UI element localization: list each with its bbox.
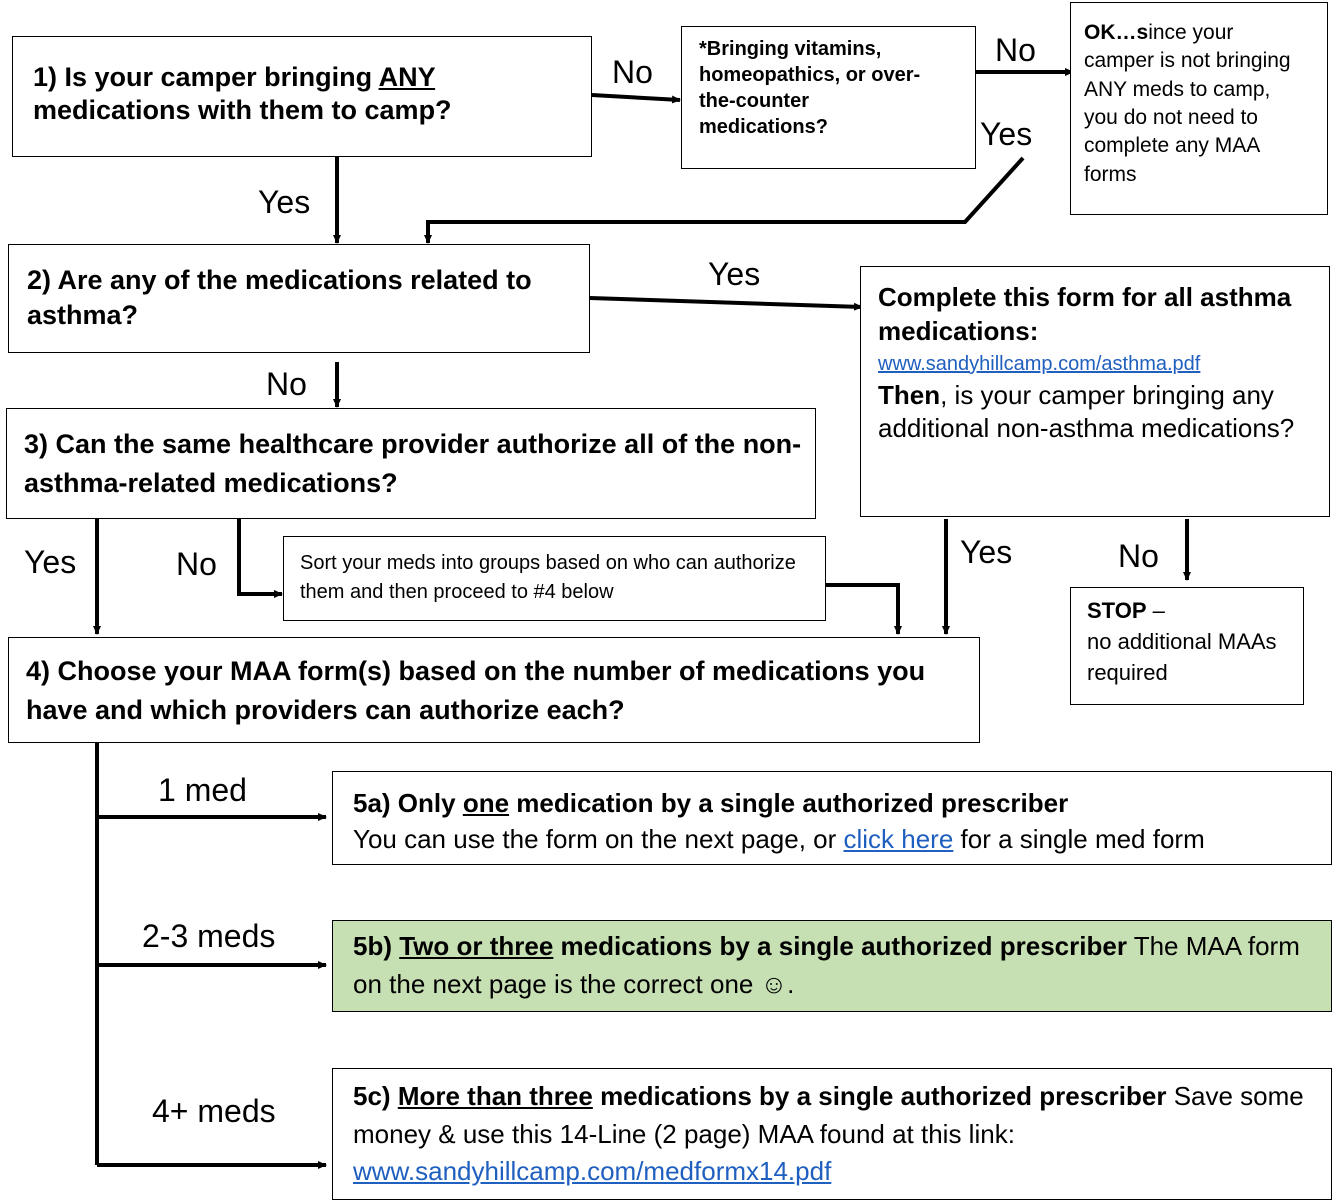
option-5b-title: medications by a single authorized presc… — [553, 931, 1127, 961]
option-5c-prefix: 5c) — [353, 1081, 398, 1111]
arrow-q3-no — [237, 519, 283, 598]
option-5c-title: medications by a single authorized presc… — [592, 1081, 1167, 1111]
label-q2-yes: Yes — [708, 256, 761, 292]
option-5b-prefix: 5b) — [353, 931, 400, 961]
no-meds-box: OK…since your camper is not bringing ANY… — [1070, 2, 1328, 215]
option-5a-underlined: one — [462, 788, 510, 818]
arrow-sort — [826, 583, 902, 635]
question-3-text: 3) Can the same healthcare provider auth… — [24, 429, 802, 499]
label-4-plus-meds: 4+ meds — [152, 1093, 276, 1129]
label-asthma-no: No — [1118, 538, 1159, 574]
question-1-text-b: medications with them to camp? — [33, 94, 452, 125]
question-2-box: 2) Are any of the medications related to… — [8, 244, 590, 353]
no-meds-ok: OK…s — [1084, 21, 1149, 44]
option-5b-text: The MAA form on the next page is the cor… — [353, 931, 1300, 999]
label-q2-no: No — [266, 366, 307, 402]
sort-meds-box: Sort your meds into groups based on who … — [283, 536, 826, 621]
asthma-form-link[interactable]: www.sandyhillcamp.com/asthma.pdf — [878, 352, 1201, 375]
question-4-text: 4) Choose your MAA form(s) based on the … — [26, 656, 926, 726]
arrow-q1-no — [591, 93, 681, 104]
option-5a-box: 5a) Only one medication by a single auth… — [332, 771, 1332, 865]
option-5a-text-b: for a single med form — [953, 824, 1205, 855]
asthma-additional-question: , is your camper bringing any additional… — [878, 379, 1295, 444]
question-1-underlined: ANY — [378, 62, 436, 92]
option-5a-title: medication by a single authorized prescr… — [509, 788, 1069, 818]
question-1-box: 1) Is your camper bringing ANY medicatio… — [12, 36, 592, 157]
question-1-text-a: 1) Is your camper bringing — [33, 62, 379, 92]
vitamins-question-text: *Bringing vitamins, homeopathics, or ove… — [699, 38, 921, 138]
stop-label: STOP — [1087, 598, 1147, 623]
label-q3-yes: Yes — [24, 544, 77, 580]
label-1-med: 1 med — [158, 772, 247, 808]
stop-dash: – — [1146, 598, 1165, 623]
no-meds-text: ince your camper is not bringing ANY med… — [1084, 21, 1291, 186]
label-asthma-yes: Yes — [960, 534, 1013, 570]
vitamins-question-box: *Bringing vitamins, homeopathics, or ove… — [681, 26, 976, 169]
label-vit-yes: Yes — [980, 116, 1033, 152]
arrow-vit-yes — [424, 156, 1025, 244]
label-q1-no: No — [612, 54, 653, 90]
label-q3-no: No — [176, 546, 217, 582]
asthma-then: Then — [878, 379, 941, 410]
option-5b-box: 5b) Two or three medications by a single… — [332, 920, 1332, 1012]
option-5a-text-a: You can use the form on the next page, o… — [353, 824, 844, 855]
asthma-form-title: Complete this form for all asthma medica… — [878, 282, 1292, 346]
arrow-q2-yes — [589, 296, 863, 311]
stop-text: no additional MAAs required — [1087, 628, 1277, 685]
sort-meds-text: Sort your meds into groups based on who … — [300, 552, 796, 603]
question-3-box: 3) Can the same healthcare provider auth… — [6, 408, 816, 519]
stop-box: STOP – no additional MAAs required — [1070, 587, 1304, 705]
label-vit-no: No — [995, 32, 1036, 68]
option-5c-box: 5c) More than three medications by a sin… — [332, 1068, 1332, 1200]
single-med-form-link[interactable]: click here — [843, 824, 954, 855]
asthma-form-box: Complete this form for all asthma medica… — [860, 266, 1330, 517]
medform-14-link[interactable]: www.sandyhillcamp.com/medformx14.pdf — [353, 1156, 832, 1187]
option-5a-prefix: 5a) Only — [353, 788, 463, 818]
option-5c-underlined: More than three — [397, 1081, 593, 1111]
question-4-box: 4) Choose your MAA form(s) based on the … — [8, 637, 980, 743]
option-5b-underlined: Two or three — [399, 931, 554, 961]
label-q1-yes: Yes — [258, 184, 311, 220]
label-2-3-meds: 2-3 meds — [142, 918, 276, 954]
question-2-text: 2) Are any of the medications related to… — [27, 265, 532, 331]
option-5c-text: Save some money & use this 14-Line (2 pa… — [353, 1081, 1304, 1149]
